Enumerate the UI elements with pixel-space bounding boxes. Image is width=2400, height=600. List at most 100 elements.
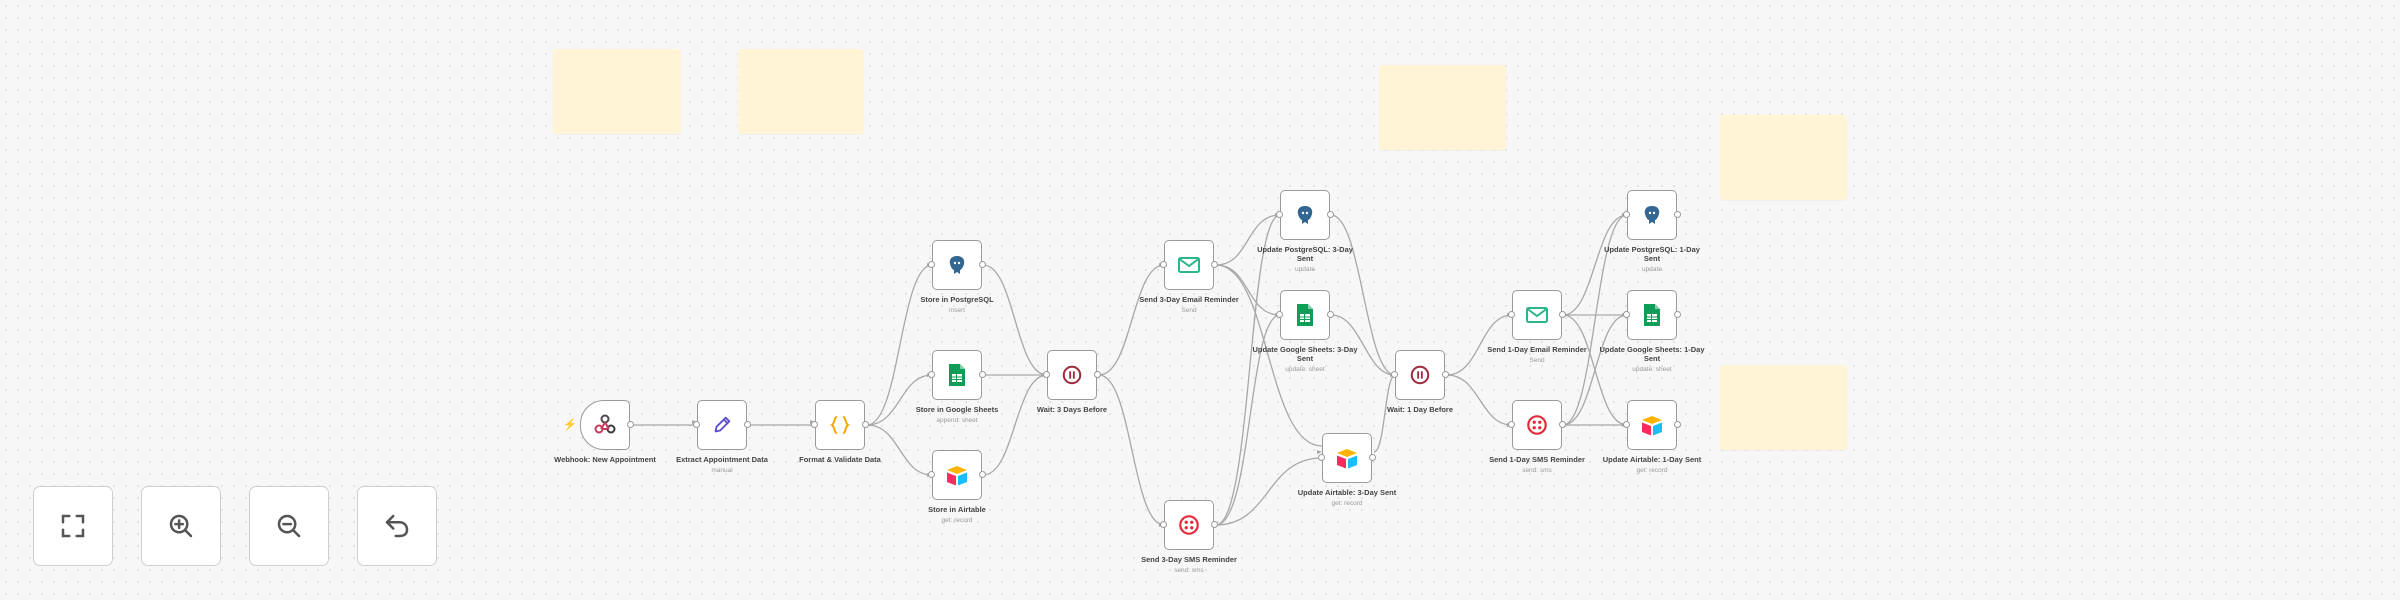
connection xyxy=(1215,214,1281,526)
output-handle[interactable] xyxy=(1094,371,1101,378)
node-send-3-day-email-reminder[interactable] xyxy=(1160,240,1218,290)
output-handle[interactable] xyxy=(1674,311,1681,318)
node-update-google-sheets-3-day-sent[interactable] xyxy=(1276,290,1334,340)
node-update-postgresql-3-day-sent[interactable] xyxy=(1276,190,1334,240)
output-handle[interactable] xyxy=(979,471,986,478)
input-handle[interactable] xyxy=(1160,521,1167,528)
node-update-google-sheets-1-day-sent[interactable] xyxy=(1623,290,1681,340)
connection xyxy=(1562,214,1628,316)
fit-view-button[interactable] xyxy=(33,486,113,566)
sticky-note[interactable] xyxy=(738,49,864,134)
input-handle[interactable] xyxy=(928,471,935,478)
input-handle[interactable] xyxy=(1276,211,1283,218)
node-label: Send 1-Day Email Reminder Send xyxy=(1482,345,1592,365)
input-handle[interactable] xyxy=(928,371,935,378)
node-title: Update PostgreSQL: 1-Day Sent xyxy=(1604,245,1700,263)
zoom-in-icon xyxy=(169,514,193,538)
node-send-3-day-sms-reminder[interactable] xyxy=(1160,500,1218,550)
input-handle[interactable] xyxy=(693,421,700,428)
node-extract-appointment-data[interactable] xyxy=(693,400,751,450)
zoom-out-icon xyxy=(277,514,301,538)
node-webhook-new-appointment[interactable] xyxy=(580,400,634,450)
input-handle[interactable] xyxy=(1276,311,1283,318)
node-title: Update PostgreSQL: 3-Day Sent xyxy=(1257,245,1353,263)
output-handle[interactable] xyxy=(1442,371,1449,378)
node-subtitle: update: sheet xyxy=(1632,366,1672,373)
input-handle[interactable] xyxy=(1623,211,1630,218)
input-handle[interactable] xyxy=(1160,261,1167,268)
sticky-note[interactable] xyxy=(1720,365,1847,450)
connection xyxy=(1098,264,1165,376)
output-handle[interactable] xyxy=(1327,211,1334,218)
connection xyxy=(1330,214,1396,376)
output-handle[interactable] xyxy=(862,421,869,428)
zoom-out-button[interactable] xyxy=(249,486,329,566)
output-handle[interactable] xyxy=(1674,421,1681,428)
input-handle[interactable] xyxy=(1508,421,1515,428)
input-handle[interactable] xyxy=(1391,371,1398,378)
node-label: Store in PostgreSQL insert xyxy=(902,295,1012,315)
node-send-1-day-sms-reminder[interactable] xyxy=(1508,400,1566,450)
node-title: Update Airtable: 3-Day Sent xyxy=(1297,488,1397,497)
node-send-1-day-email-reminder[interactable] xyxy=(1508,290,1566,340)
input-handle[interactable] xyxy=(1623,311,1630,318)
connection xyxy=(1562,314,1628,426)
node-subtitle: Send xyxy=(1181,307,1197,314)
sticky-note[interactable] xyxy=(1720,115,1847,200)
node-update-airtable-3-day-sent[interactable] xyxy=(1318,433,1376,483)
node-subtitle: append: sheet xyxy=(936,417,978,424)
node-store-in-postgresql[interactable] xyxy=(928,240,986,290)
node-subtitle: get: record xyxy=(941,517,973,524)
input-handle[interactable] xyxy=(1318,454,1325,461)
connection xyxy=(982,374,1048,476)
output-handle[interactable] xyxy=(979,371,986,378)
undo-button[interactable] xyxy=(357,486,437,566)
output-handle[interactable] xyxy=(979,261,986,268)
email-icon xyxy=(1526,307,1548,323)
output-handle[interactable] xyxy=(627,421,634,428)
node-update-airtable-1-day-sent[interactable] xyxy=(1623,400,1681,450)
connection xyxy=(1562,214,1628,426)
postgresql-icon xyxy=(949,256,965,274)
airtable-icon xyxy=(1642,416,1662,436)
node-store-in-airtable[interactable] xyxy=(928,450,986,500)
node-label: Wait: 1 Day Before xyxy=(1365,405,1475,414)
sticky-note[interactable] xyxy=(553,49,681,134)
input-handle[interactable] xyxy=(811,421,818,428)
input-handle[interactable] xyxy=(1043,371,1050,378)
output-handle[interactable] xyxy=(1327,311,1334,318)
node-format-validate-data[interactable] xyxy=(811,400,869,450)
node-update-postgresql-1-day-sent[interactable] xyxy=(1623,190,1681,240)
node-subtitle: Send xyxy=(1529,357,1545,364)
sticky-note[interactable] xyxy=(1379,65,1506,150)
output-handle[interactable] xyxy=(1559,311,1566,318)
zoom-in-button[interactable] xyxy=(141,486,221,566)
email-icon xyxy=(1178,257,1200,273)
node-title: Send 1-Day SMS Reminder xyxy=(1489,455,1585,464)
output-handle[interactable] xyxy=(744,421,751,428)
node-wait-1-day-before[interactable] xyxy=(1391,350,1449,400)
connection xyxy=(982,264,1048,376)
node-label: Update PostgreSQL: 3-Day Sent update xyxy=(1250,245,1360,274)
output-handle[interactable] xyxy=(1211,521,1218,528)
node-subtitle: get: record xyxy=(1636,467,1668,474)
airtable-icon xyxy=(947,466,967,486)
node-wait-3-days-before[interactable] xyxy=(1043,350,1101,400)
node-title: Extract Appointment Data xyxy=(676,455,768,464)
input-handle[interactable] xyxy=(1623,421,1630,428)
node-store-in-google-sheets[interactable] xyxy=(928,350,986,400)
input-handle[interactable] xyxy=(1508,311,1515,318)
code-braces-icon xyxy=(830,416,850,434)
output-handle[interactable] xyxy=(1674,211,1681,218)
output-handle[interactable] xyxy=(1211,261,1218,268)
output-handle[interactable] xyxy=(1559,421,1566,428)
node-title: Store in Google Sheets xyxy=(915,405,999,414)
node-label: Store in Google Sheets append: sheet xyxy=(902,405,1012,425)
input-handle[interactable] xyxy=(928,261,935,268)
output-handle[interactable] xyxy=(1369,454,1376,461)
pause-icon xyxy=(1410,365,1430,385)
connection xyxy=(1446,374,1513,426)
pause-icon xyxy=(1062,365,1082,385)
node-title: Wait: 3 Days Before xyxy=(1036,405,1108,414)
